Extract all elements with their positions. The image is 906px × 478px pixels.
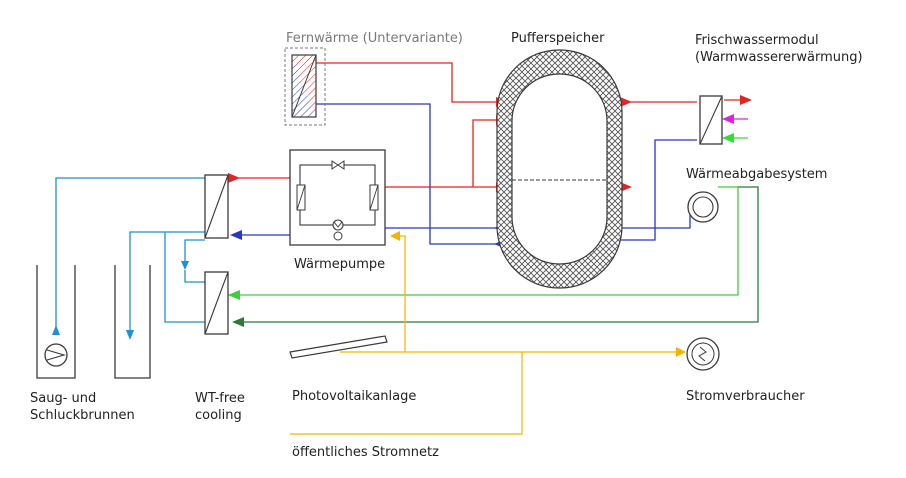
arrow-cold-water-in <box>722 133 734 143</box>
arrow-cooling-supply <box>228 290 240 300</box>
heat-emission-system-label: Wärmeabgabesystem <box>686 167 828 182</box>
heat-pump-label: Wärmepumpe <box>294 257 386 272</box>
arrow-circulation-in <box>722 114 734 124</box>
return-well-icon <box>114 265 151 379</box>
power-consumer-label: Stromverbraucher <box>686 389 805 404</box>
power-consumer-icon <box>686 337 720 371</box>
arrow-hot-out <box>740 95 752 105</box>
arrow-groundwater-up <box>52 325 60 335</box>
well-return-pipe <box>129 231 205 330</box>
flow-arrows <box>52 95 752 357</box>
district-heating-hot-pipe <box>315 62 497 103</box>
well-suction-pipe <box>55 177 205 330</box>
heat-pump-unit <box>289 149 386 246</box>
arrow-emission-hot <box>620 182 632 192</box>
free-cooling-label: WT-free cooling <box>195 391 245 423</box>
fresh-water-module-label: Frischwassermodul (Warmwassererwärmung) <box>695 33 863 65</box>
arrow-hp-cold <box>230 230 242 240</box>
arrow-groundwater-down <box>126 330 134 340</box>
groundwater-circuit <box>55 177 205 330</box>
district-heating-frame <box>284 47 326 126</box>
arrow-consumer-power <box>676 347 686 357</box>
cooling-supply-pipe <box>228 186 739 296</box>
public-grid-label: öffentliches Stromnetz <box>292 445 439 460</box>
arrow-hp-hot <box>228 173 240 183</box>
well-pump-icon <box>44 343 68 367</box>
arrow-freshwater-hot <box>620 97 632 107</box>
photovoltaic-label: Photovoltaikanlage <box>292 389 417 404</box>
arrow-hp-power <box>390 231 400 241</box>
free-cooling-branch-pipe <box>184 270 205 283</box>
free-cooling-feed-pipe <box>184 239 205 262</box>
buffer-tank-label: Pufferspeicher <box>511 31 605 46</box>
district-heating-exchanger-icon <box>291 54 317 118</box>
groundwater-heat-exchanger <box>204 174 229 239</box>
cooling-return-pipe <box>234 186 759 323</box>
free-cooling-heat-exchanger-icon <box>204 271 229 335</box>
photovoltaic-panel-icon <box>289 335 388 359</box>
district-heating-return-pipe <box>315 103 497 245</box>
freshwater-return-pipe <box>607 139 697 241</box>
grid-line <box>290 352 523 435</box>
freshwater-module-exchanger-icon <box>699 95 723 145</box>
suction-well-icon <box>36 265 76 379</box>
hp-power-line <box>395 235 406 352</box>
district-heating-label: Fernwärme (Untervariante) <box>286 31 463 46</box>
buffer-tank <box>496 49 623 289</box>
compressor-icon <box>332 219 344 231</box>
heat-emission-radiator-icon <box>687 191 719 223</box>
free-cooling-return-pipe <box>164 232 205 323</box>
hp-to-buffer-upper-pipe <box>472 119 497 187</box>
arrow-cooling-return <box>232 317 244 327</box>
well-pump-symbol <box>46 349 66 361</box>
arrow-freecooling-down <box>181 261 189 270</box>
wells-label: Saug- und Schluckbrunnen <box>30 391 135 423</box>
expansion-valve-icon <box>331 160 345 170</box>
